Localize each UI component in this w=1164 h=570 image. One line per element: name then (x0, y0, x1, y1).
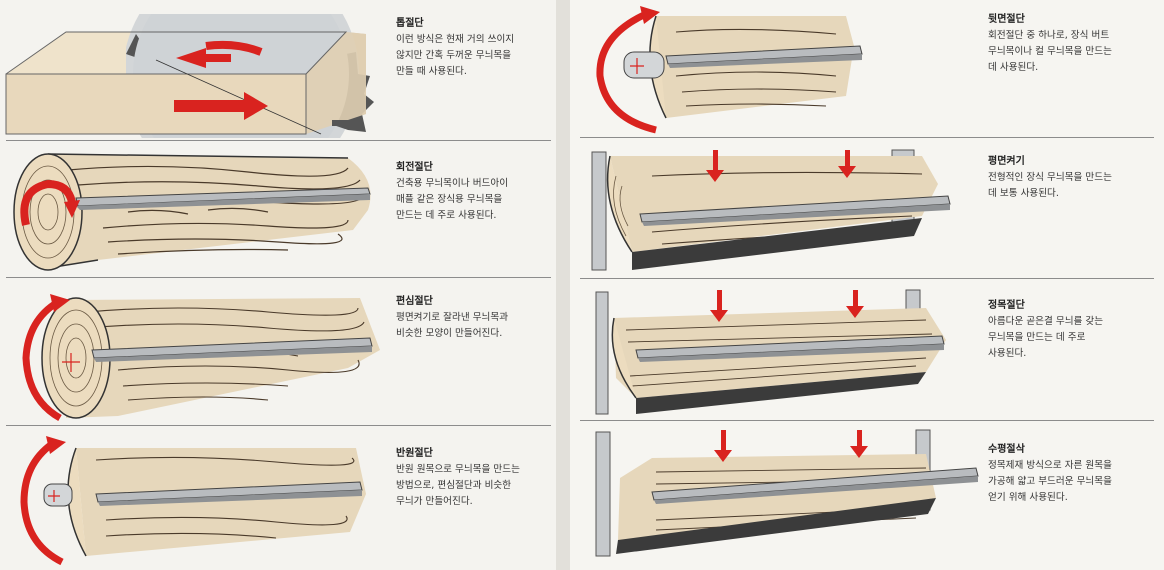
page-gutter (556, 0, 570, 570)
section-title: 뒷면절단 (988, 14, 1025, 25)
section-text: 전형적인 장식 무늬목을 만드는 데 보통 사용된다. (988, 172, 1112, 199)
section-text: 회전절단 중 하나로, 장식 버트 무늬목이나 컬 무늬목을 만드는 데 사용된… (988, 30, 1112, 73)
section-divider (580, 420, 1154, 421)
half-round-cut-illustration (20, 436, 366, 566)
flat-slicing-description: 평면켜기 전형적인 장식 무늬목을 만드는 데 보통 사용된다. (988, 152, 1156, 202)
section-title: 회전절단 (396, 162, 433, 173)
saw-cut-description: 톱절단 이런 방식은 현재 거의 쓰이지 않지만 간혹 두꺼운 무늬목을 만들 … (396, 14, 564, 80)
back-cut-description: 뒷면절단 회전절단 중 하나로, 장식 버트 무늬목이나 컬 무늬목을 만드는 … (988, 10, 1156, 76)
rift-cut-illustration (595, 429, 979, 557)
section-divider (580, 137, 1154, 138)
half-round-cut-description: 반원절단 반원 원목으로 무늬목을 만드는 방법으로, 편심절단과 비슷한 무늬… (396, 444, 564, 510)
section-title: 수평절삭 (988, 444, 1025, 455)
rotary-cut-description: 회전절단 건축용 무늬목이나 버드아이 매플 같은 장식용 무늬목을 만드는 데… (396, 158, 564, 224)
section-title: 반원절단 (396, 448, 433, 459)
quarter-cut-illustration (595, 289, 946, 415)
flat-slicing-illustration (591, 149, 951, 271)
quarter-cut-description: 정목절단 아름다운 곧은결 무늬를 갖는 무늬목을 만드는 데 주로 사용된다. (988, 296, 1156, 362)
eccentric-cut-illustration (22, 294, 380, 422)
eccentric-cut-description: 편심절단 평면켜기로 잘라낸 무늬목과 비슷한 모양이 만들어진다. (396, 292, 564, 342)
section-title: 편심절단 (396, 296, 433, 307)
section-text: 아름다운 곧은결 무늬를 갖는 무늬목을 만드는 데 주로 사용된다. (988, 316, 1104, 359)
section-text: 정목제재 방식으로 자른 원목을 가공해 얇고 부드러운 무늬목을 얻기 위해 … (988, 460, 1112, 503)
saw-cut-illustration (5, 14, 374, 138)
section-title: 톱절단 (396, 18, 424, 29)
rotary-cut-illustration (13, 153, 371, 271)
section-title: 정목절단 (988, 300, 1025, 311)
section-text: 이런 방식은 현재 거의 쓰이지 않지만 간혹 두꺼운 무늬목을 만들 때 사용… (396, 34, 515, 77)
section-title: 평면켜기 (988, 156, 1025, 167)
section-text: 건축용 무늬목이나 버드아이 매플 같은 장식용 무늬목을 만드는 데 주로 사… (396, 178, 509, 221)
section-divider (6, 425, 551, 426)
section-divider (580, 278, 1154, 279)
back-cut-illustration (596, 6, 863, 134)
section-text: 반원 원목으로 무늬목을 만드는 방법으로, 편심절단과 비슷한 무늬가 만들어… (396, 464, 520, 507)
rift-cut-description: 수평절삭 정목제재 방식으로 자른 원목을 가공해 얇고 부드러운 무늬목을 얻… (988, 440, 1156, 506)
section-text: 평면켜기로 잘라낸 무늬목과 비슷한 모양이 만들어진다. (396, 312, 509, 339)
section-divider (6, 277, 551, 278)
section-divider (6, 140, 551, 141)
